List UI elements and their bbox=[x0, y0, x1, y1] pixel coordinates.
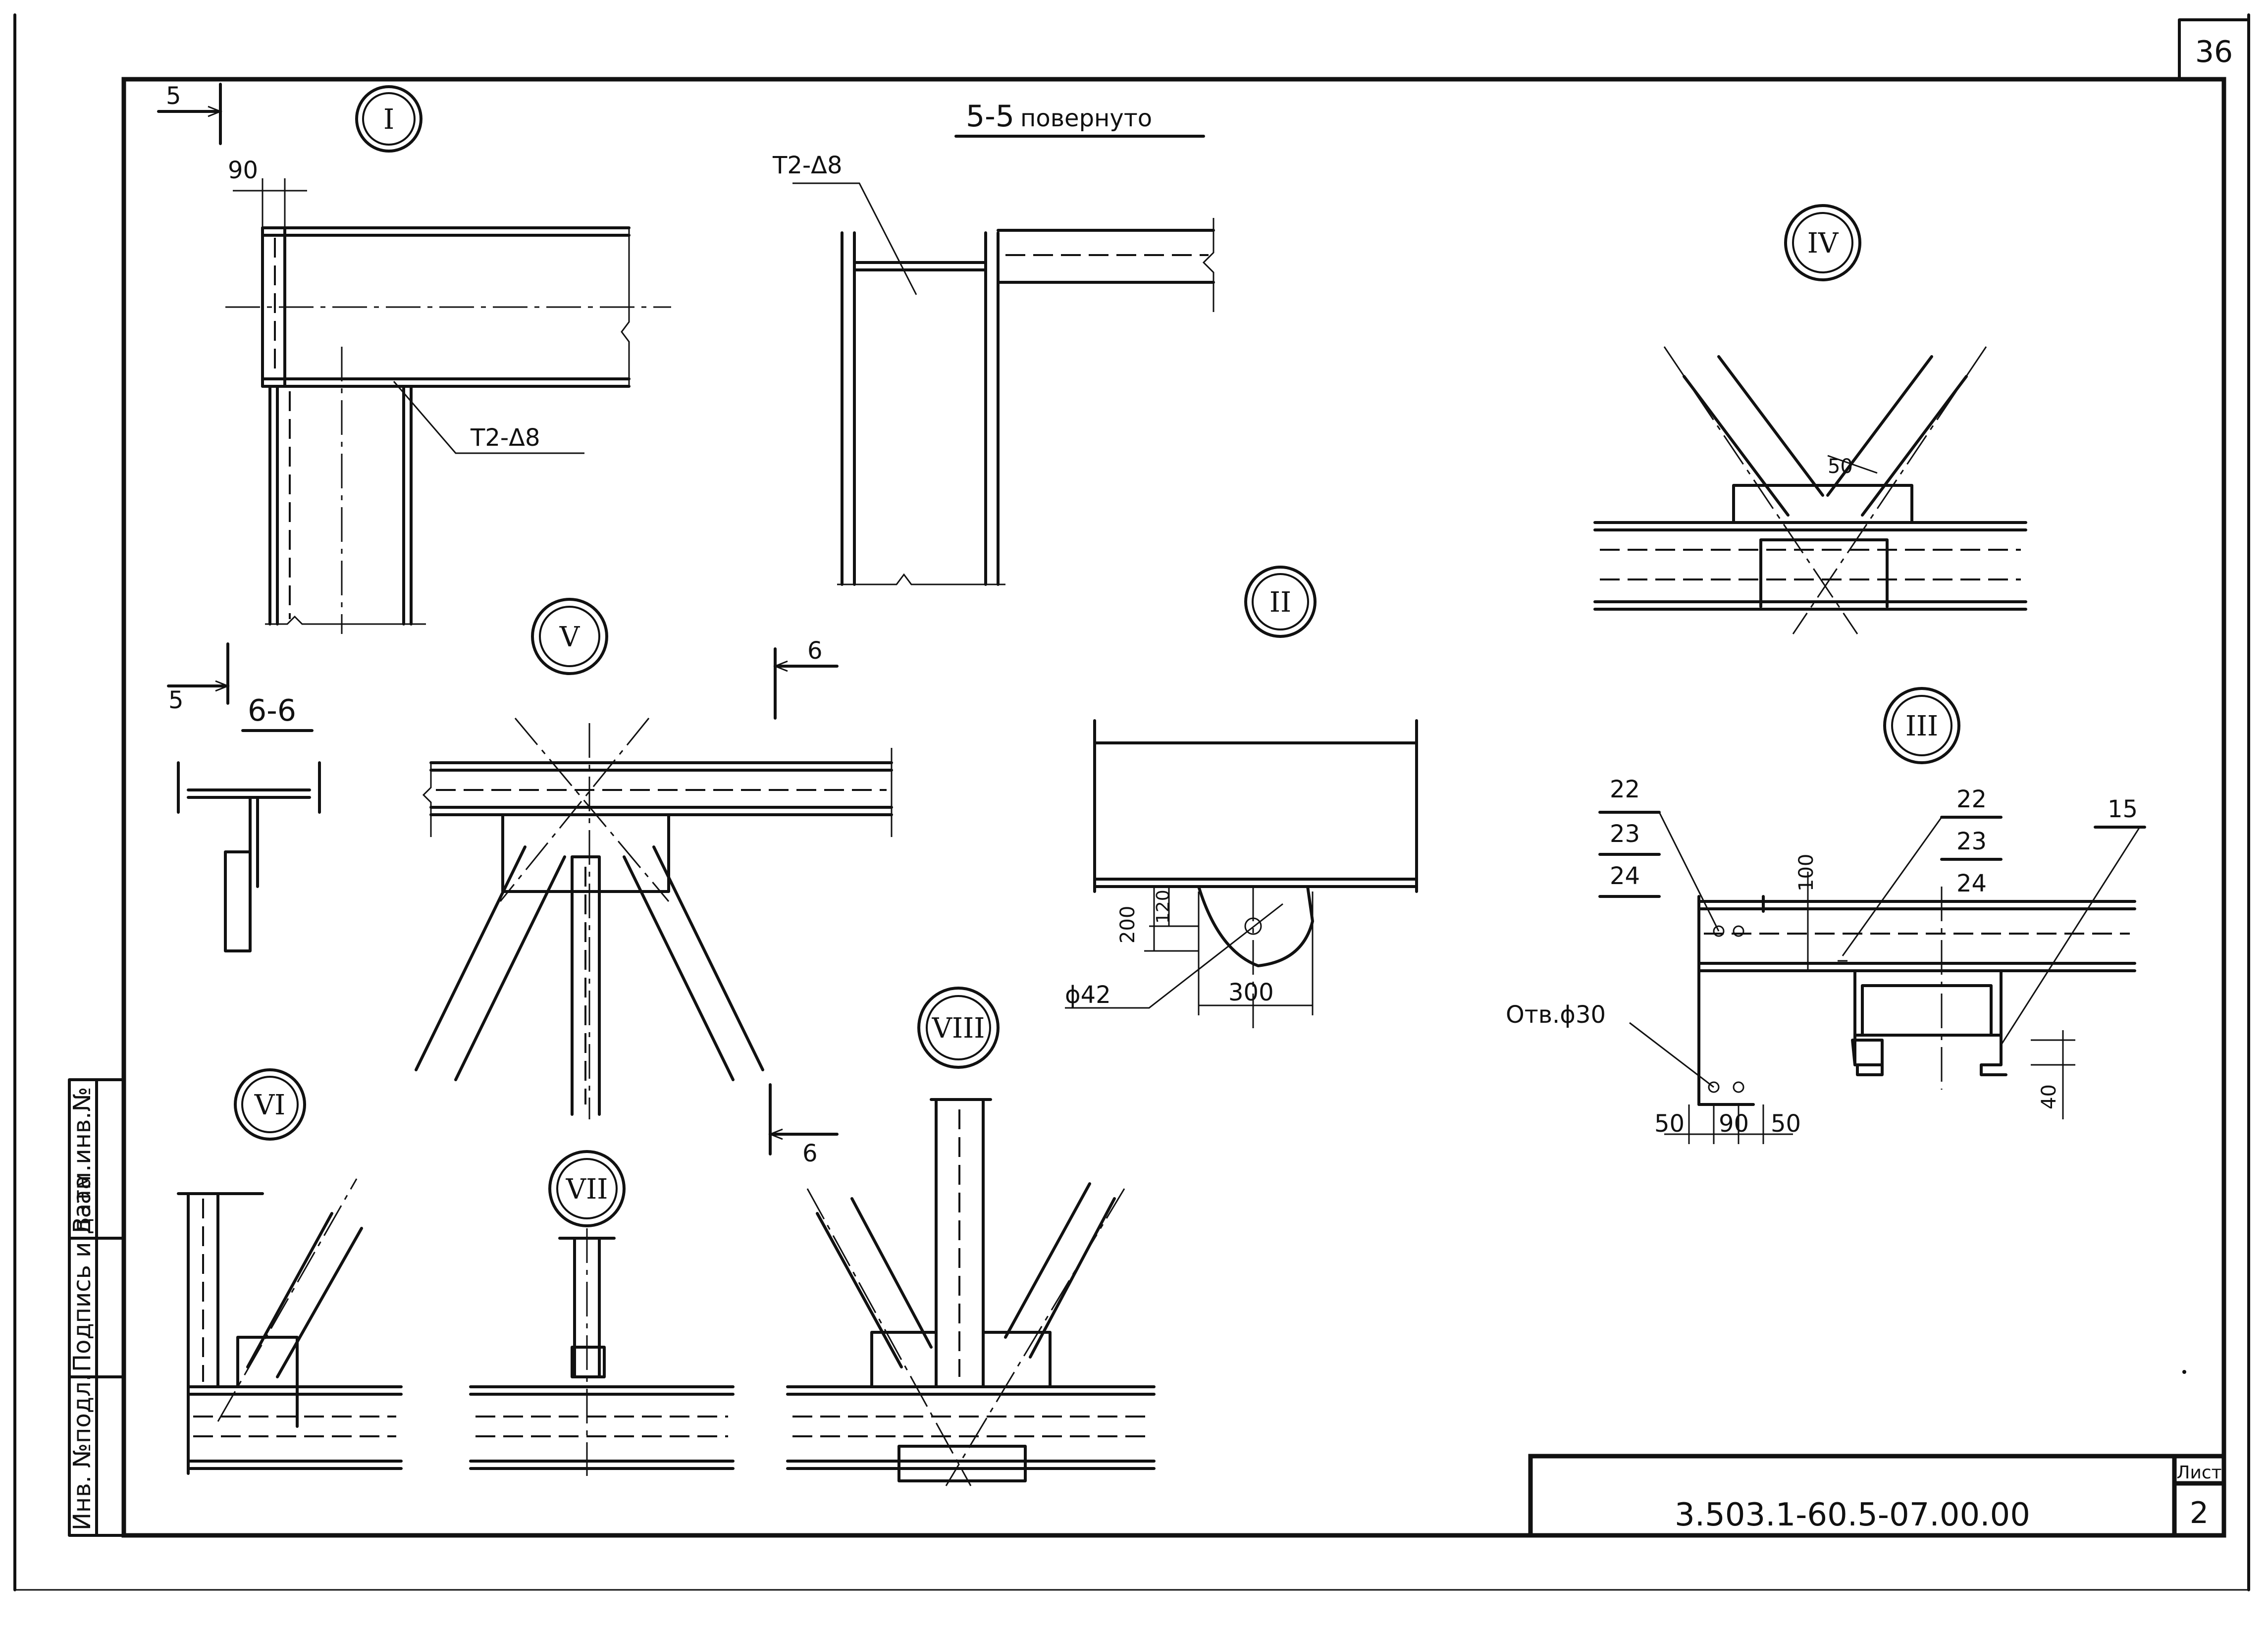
dim-90: 90 bbox=[228, 157, 258, 184]
stray-dot bbox=[2182, 1370, 2186, 1374]
node-6-label: VI bbox=[254, 1089, 286, 1121]
dim-100: 100 bbox=[1795, 854, 1818, 892]
section-6-6-title: 6-6 bbox=[248, 693, 296, 728]
title-block: Лист 2 3.503.1-60.5-07.00.00 bbox=[1528, 1454, 2224, 1535]
node-4-marker bbox=[1784, 204, 1861, 281]
cut-6-label-bottom: 6 bbox=[802, 1140, 818, 1167]
node-4-detail: IV 50 bbox=[1593, 204, 2027, 634]
node-1-detail: I 5 90 Т2-Δ8 bbox=[157, 82, 671, 634]
page-number: 36 bbox=[2195, 35, 2233, 69]
pos-24-left: 24 bbox=[1610, 862, 1640, 890]
dim-50-right: 50 bbox=[1771, 1110, 1801, 1138]
node-2-detail: II 200 120 300 ϕ42 bbox=[1065, 566, 1418, 1035]
node-7-detail: VII bbox=[469, 1150, 735, 1476]
node-8-label: VIII bbox=[932, 1012, 985, 1045]
node-1-weld: Т2-Δ8 bbox=[470, 424, 540, 452]
dim-300: 300 bbox=[1228, 979, 1274, 1006]
node-7-label: VII bbox=[566, 1173, 608, 1206]
dim-50-left: 50 bbox=[1654, 1110, 1685, 1138]
section-6-6: 5 6-6 bbox=[167, 642, 321, 952]
document-designation: 3.503.1-60.5-07.00.00 bbox=[1675, 1497, 2030, 1533]
node-3-marker bbox=[1883, 687, 1960, 764]
stamp-vzam-inv: Взам.инв.№ bbox=[68, 1087, 96, 1233]
section-5-5-subtitle: повернуто bbox=[1020, 105, 1152, 132]
node-4-dim-50: 50 bbox=[1828, 455, 1853, 478]
hole-30: Отв.ϕ30 bbox=[1506, 1001, 1606, 1029]
hole-42: ϕ42 bbox=[1065, 981, 1111, 1009]
list-number: 2 bbox=[2190, 1496, 2209, 1530]
stamp-podpis-data: Подпись и дата bbox=[68, 1175, 96, 1372]
node-7-marker bbox=[548, 1150, 626, 1227]
node-8-marker bbox=[917, 987, 1000, 1069]
node-1-label: I bbox=[383, 104, 394, 136]
pos-23-left: 23 bbox=[1610, 820, 1640, 848]
node-8-detail: 6 VIII bbox=[768, 987, 1156, 1486]
side-stamp: Инв. №подл. Подпись и дата Взам.инв.№ bbox=[68, 1078, 125, 1537]
pos-22-left: 22 bbox=[1610, 776, 1640, 803]
section-5-5-weld: Т2-Δ8 bbox=[772, 152, 843, 179]
pos-22-mid: 22 bbox=[1956, 786, 1987, 813]
node-1-marker bbox=[355, 85, 422, 153]
node-2-label: II bbox=[1269, 586, 1291, 619]
node-5-detail: V 6 bbox=[415, 598, 893, 1119]
node-2-marker bbox=[1244, 566, 1317, 638]
stamp-inv-podl: Инв. №подл. bbox=[68, 1374, 96, 1530]
pos-15: 15 bbox=[2108, 795, 2138, 823]
section-5-5: 5-5 повернуто Т2-Δ8 bbox=[772, 99, 1215, 586]
cut-5-label-top: 5 bbox=[166, 82, 181, 110]
dim-90-mid: 90 bbox=[1719, 1110, 1749, 1138]
node-6-marker bbox=[234, 1068, 306, 1141]
node-3-detail: III 22 23 24 22 23 24 15 100 40 Отв.ϕ30 … bbox=[1506, 687, 2146, 1144]
section-5-5-title: 5-5 bbox=[966, 99, 1014, 134]
node-5-label: V bbox=[559, 621, 580, 653]
node-3-label: III bbox=[1905, 710, 1938, 742]
pos-23-mid: 23 bbox=[1956, 828, 1987, 855]
pos-24-mid: 24 bbox=[1956, 870, 1987, 897]
sheet-frames bbox=[13, 13, 2250, 1591]
cut-5-label-left: 5 bbox=[168, 686, 184, 714]
cut-6-label-top: 6 bbox=[807, 637, 823, 665]
list-header: Лист bbox=[2176, 1463, 2221, 1483]
node-5-marker bbox=[531, 598, 608, 675]
dim-40: 40 bbox=[2038, 1084, 2060, 1109]
node-4-label: IV bbox=[1807, 227, 1839, 260]
dim-120: 120 bbox=[1153, 890, 1173, 924]
page-number-box: 36 bbox=[2178, 18, 2250, 81]
dim-200: 200 bbox=[1116, 906, 1139, 944]
node-6-detail: VI bbox=[177, 1068, 403, 1475]
